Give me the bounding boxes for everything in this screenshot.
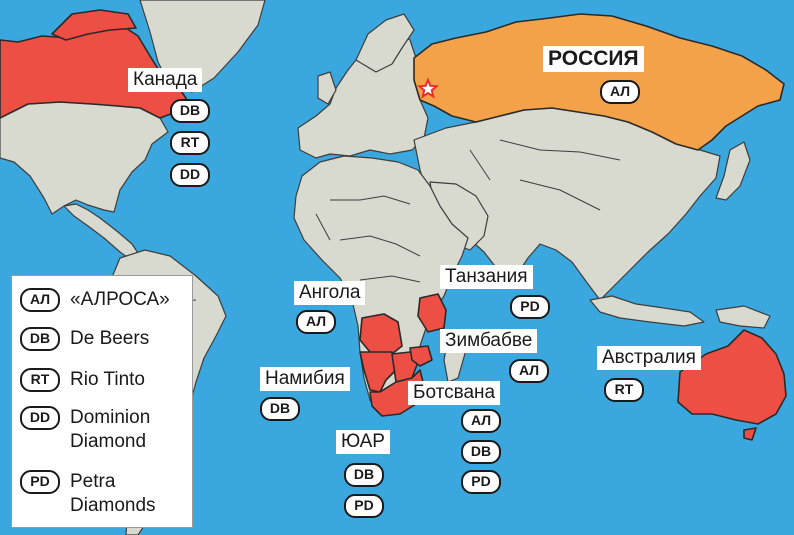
- legend-item-dominion-diamond: DD Dominion Diamond: [20, 406, 180, 454]
- badge-botswana-db: DB: [461, 440, 501, 464]
- badge-canada-dd: DD: [170, 163, 210, 187]
- badge-angola-al: АЛ: [296, 310, 336, 334]
- legend-item-alrosa: АЛ «АЛРОСА»: [20, 288, 180, 312]
- legend-badge-dd: DD: [20, 406, 60, 430]
- legend-item-petra-diamonds: PD Petra Diamonds: [20, 470, 180, 518]
- japan: [715, 141, 751, 201]
- tanzania: [417, 293, 447, 333]
- badge-botswana-al: АЛ: [461, 409, 501, 433]
- angola: [359, 313, 403, 355]
- legend-label-alrosa: «АЛРОСА»: [70, 289, 170, 310]
- legend: АЛ «АЛРОСА» DB De Beers RT Rio Tinto DD …: [11, 275, 193, 528]
- label-zimbabwe: Зимбабве: [440, 329, 538, 353]
- legend-label-petra-diamonds: Petra Diamonds: [70, 471, 156, 516]
- legend-label-rio-tinto: Rio Tinto: [70, 369, 145, 390]
- legend-badge-pd: PD: [20, 470, 60, 494]
- australia: [677, 329, 787, 425]
- scandinavia: [355, 13, 415, 73]
- badge-canada-rt: RT: [170, 131, 210, 155]
- label-angola: Ангола: [294, 281, 366, 305]
- legend-badge-db: DB: [20, 327, 60, 351]
- badge-tanzania-pd: PD: [510, 295, 550, 319]
- new-guinea: [715, 305, 771, 329]
- label-russia: РОССИЯ: [543, 46, 644, 72]
- indonesia: [589, 295, 705, 327]
- africa-borders: [315, 195, 421, 283]
- label-canada: Канада: [128, 68, 203, 92]
- label-namibia: Намибия: [260, 367, 350, 391]
- label-botswana: Ботсвана: [408, 381, 501, 405]
- label-tanzania: Танзания: [440, 265, 533, 289]
- badge-south-africa-db: DB: [344, 463, 384, 487]
- legend-label-dominion-diamond: Dominion Diamond: [70, 407, 151, 452]
- tasmania: [743, 427, 757, 441]
- legend-label-de-beers: De Beers: [70, 328, 150, 349]
- legend-item-de-beers: DB De Beers: [20, 327, 180, 351]
- legend-item-rio-tinto: RT Rio Tinto: [20, 368, 180, 392]
- label-australia: Австралия: [597, 346, 701, 370]
- central-america: [63, 203, 141, 263]
- legend-badge-al: АЛ: [20, 288, 60, 312]
- north-america: [0, 101, 169, 215]
- badge-namibia-db: DB: [260, 397, 300, 421]
- star-icon: [416, 77, 440, 99]
- legend-badge-rt: RT: [20, 368, 60, 392]
- badge-canada-db: DB: [170, 99, 210, 123]
- asia-borders: [469, 139, 621, 211]
- zimbabwe: [409, 345, 433, 367]
- badge-botswana-pd: PD: [461, 470, 501, 494]
- badge-australia-rt: RT: [604, 378, 644, 402]
- russia: [413, 13, 785, 151]
- badge-zimbabwe-al: АЛ: [509, 359, 549, 383]
- british-isles: [317, 71, 337, 105]
- canada-arctic-islands: [51, 9, 137, 41]
- label-south-africa: ЮАР: [336, 430, 390, 454]
- badge-south-africa-pd: PD: [344, 494, 384, 518]
- badge-russia-al: АЛ: [600, 80, 640, 104]
